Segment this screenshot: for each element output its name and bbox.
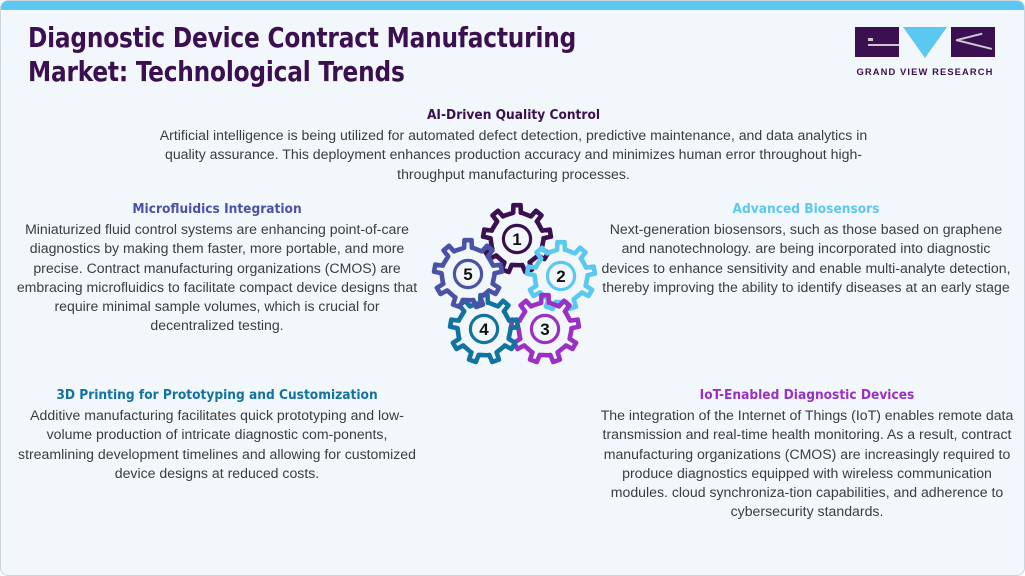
gear-4-icon: 4 <box>433 199 599 365</box>
section-iot-enabled-diagnostic-devices: IoT-Enabled Diagnostic Devices The integ… <box>595 387 1019 522</box>
gear-number-label: 1 <box>512 230 521 249</box>
section-body: The integration of the Internet of Thing… <box>600 407 1014 520</box>
gear-number-label: 3 <box>540 320 549 339</box>
section-3d-printing: 3D Printing for Prototyping and Customiz… <box>15 387 419 483</box>
section-heading: AI-Driven Quality Control <box>426 107 601 123</box>
logo-r-mark-icon <box>951 27 995 57</box>
section-microfluidics-integration: Microfluidics Integration Miniaturized f… <box>13 201 421 336</box>
top-accent-bar <box>1 1 1024 10</box>
header: Diagnostic Device Contract Manufacturing… <box>1 19 1024 97</box>
section-body: Artificial intelligence is being utilize… <box>159 127 868 182</box>
section-heading: Advanced Biosensors <box>732 201 880 217</box>
gear-number-label: 4 <box>479 320 489 339</box>
section-body: Additive manufacturing facilitates quick… <box>18 407 416 481</box>
gear-number-label: 2 <box>556 267 565 286</box>
gear-2-icon: 2 <box>433 199 599 365</box>
logo-wordmark: GRAND VIEW RESEARCH <box>856 66 994 77</box>
section-body: Next-generation biosensors, such as thos… <box>601 221 1011 295</box>
section-body: Miniaturized fluid control systems are e… <box>16 221 418 334</box>
section-heading: 3D Printing for Prototyping and Customiz… <box>56 387 378 403</box>
page-title-line-2: Market: Technological Trends <box>28 56 405 88</box>
section-heading: Microfluidics Integration <box>132 201 302 217</box>
section-heading: IoT-Enabled Diagnostic Devices <box>699 387 915 403</box>
section-ai-driven-quality-control: AI-Driven Quality Control Artificial int… <box>151 107 876 184</box>
gear-5-icon: 5 <box>431 199 599 365</box>
gear-number-label: 5 <box>463 265 472 284</box>
grand-view-research-logo: GRAND VIEW RESEARCH <box>851 27 999 77</box>
page-title: Diagnostic Device Contract Manufacturing… <box>28 21 686 89</box>
logo-g-mark-icon <box>855 27 899 57</box>
logo-triangle-icon <box>903 27 947 58</box>
logo-marks <box>851 27 999 61</box>
gear-3-icon: 3 <box>433 199 599 365</box>
gear-1-icon: 1 <box>433 199 599 365</box>
section-advanced-biosensors: Advanced Biosensors Next-generation bios… <box>599 201 1013 297</box>
page-title-line-1: Diagnostic Device Contract Manufacturing <box>28 22 577 54</box>
gear-cluster-graphic: 1 2 3 4 5 <box>431 199 599 365</box>
